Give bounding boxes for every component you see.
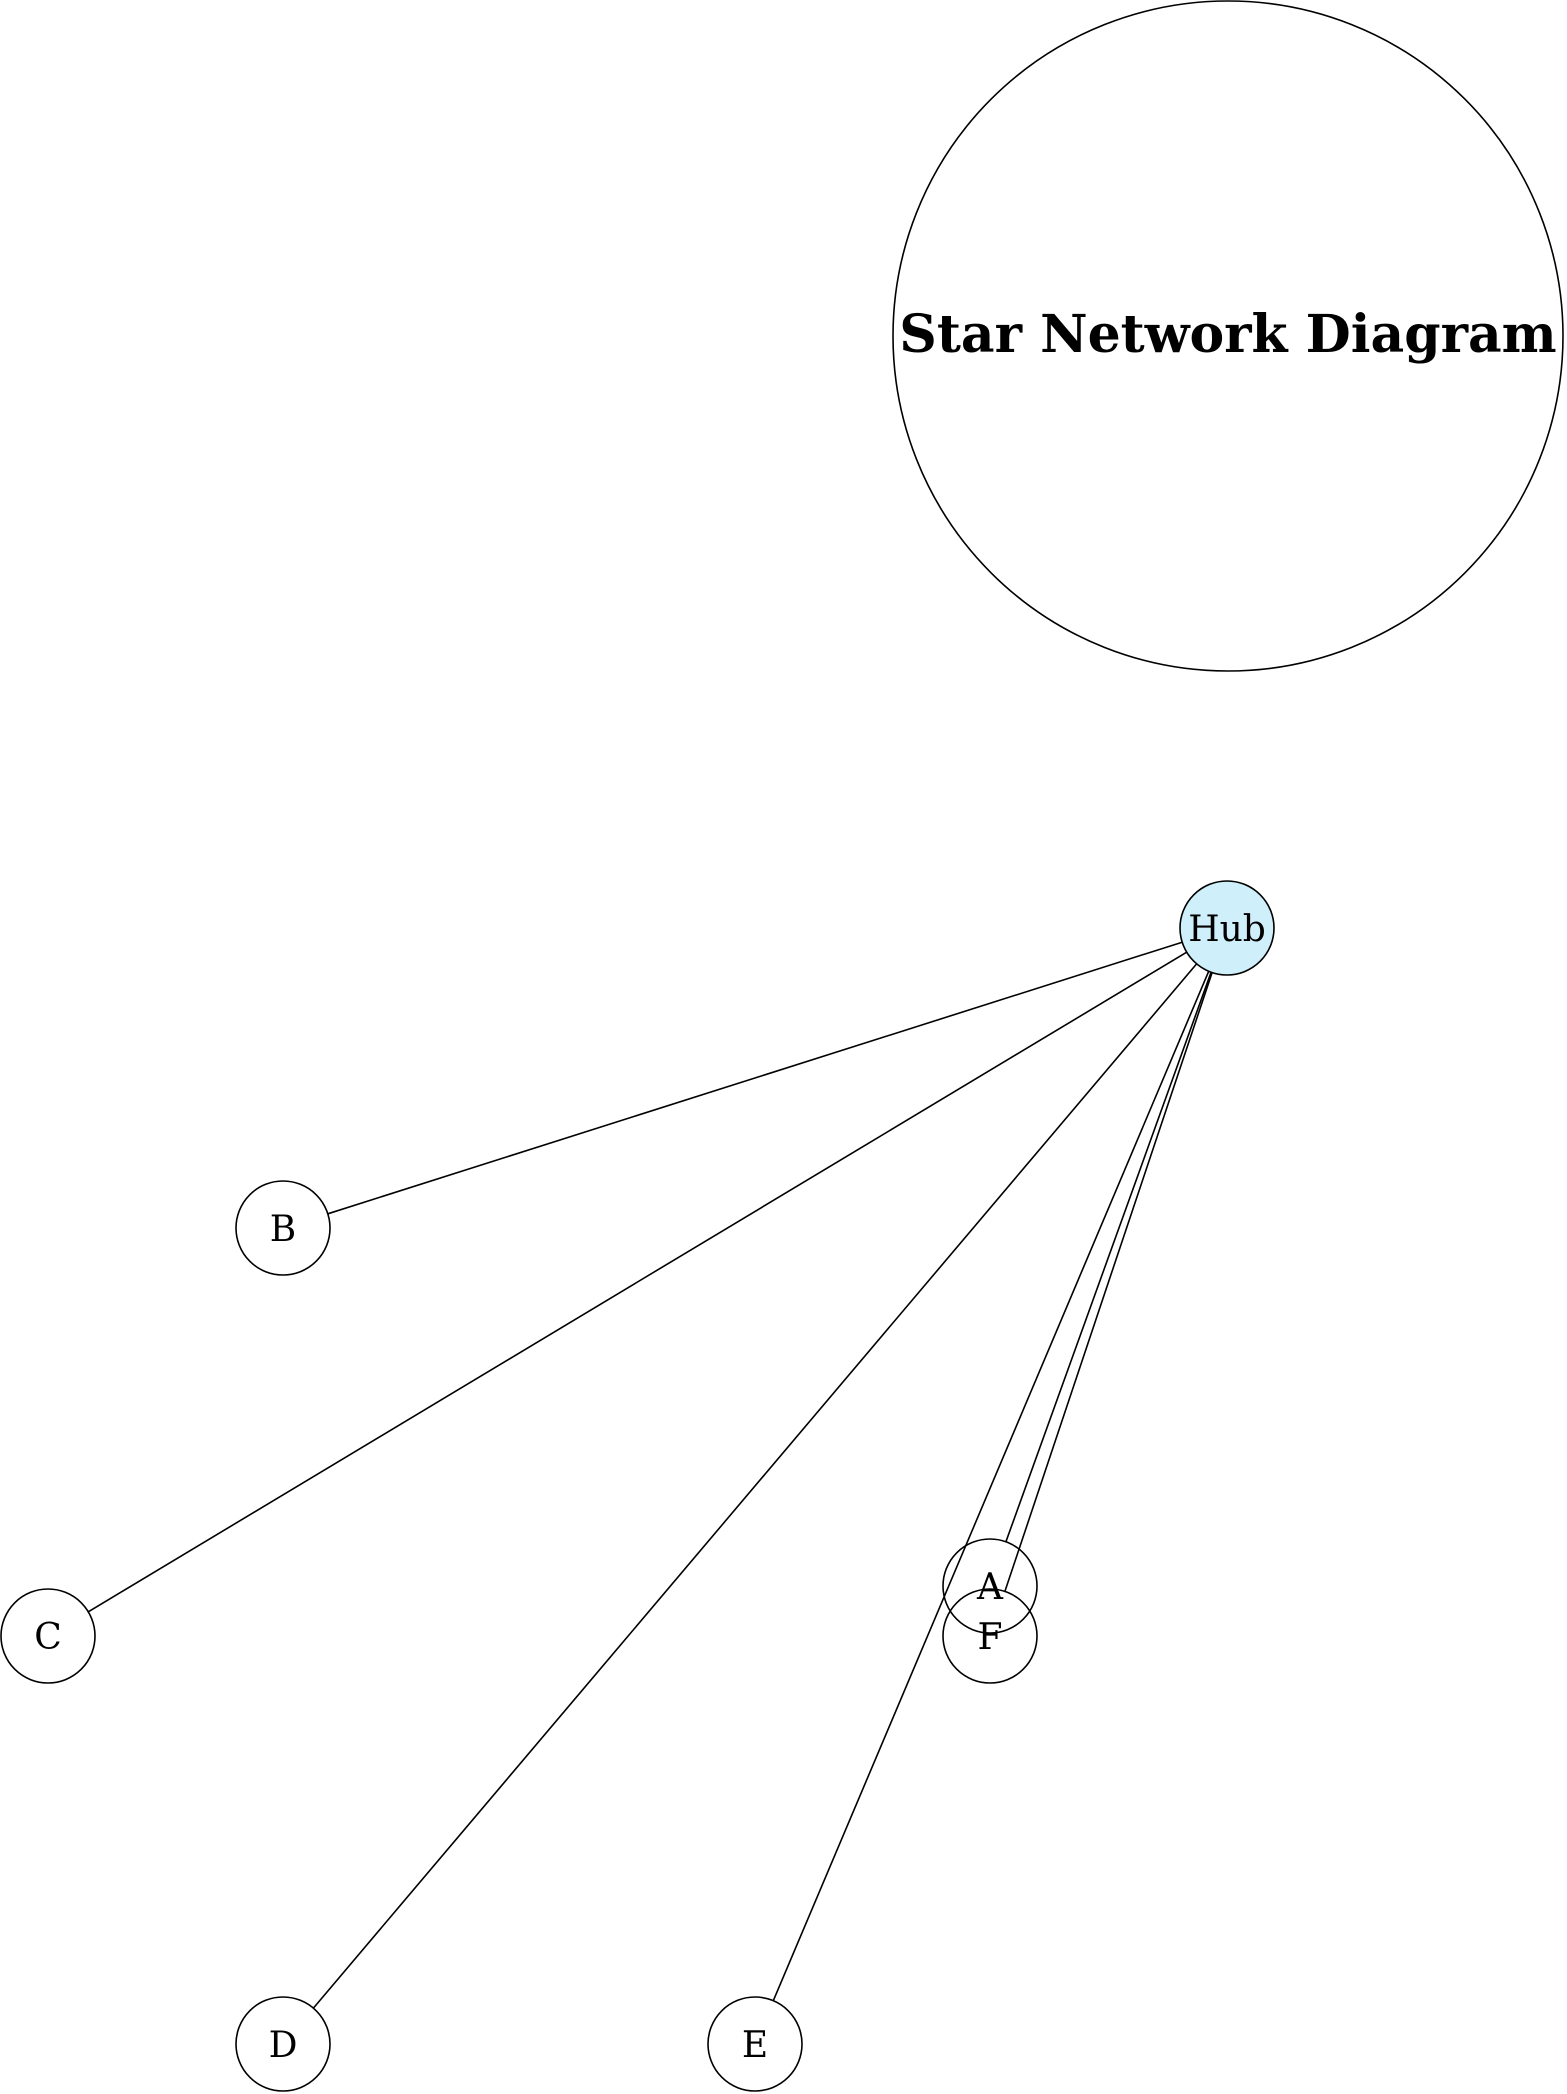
node-a-label: A	[976, 1567, 1004, 1608]
node-e: E	[707, 1996, 803, 2092]
node-e-circle	[707, 1996, 803, 2092]
title-circle	[892, 0, 1564, 672]
node-f-label: F	[978, 1617, 1003, 1658]
node-e-label: E	[742, 2025, 768, 2066]
node-hub: Hub	[1179, 880, 1275, 976]
node-c-circle	[0, 1588, 96, 1684]
node-c-label: C	[34, 1617, 62, 1658]
node-d: D	[235, 1996, 331, 2092]
edge-hub-b	[327, 941, 1183, 1215]
edge-hub-f	[1004, 972, 1213, 1592]
node-d-circle	[235, 1996, 331, 2092]
node-b-circle	[235, 1180, 331, 1276]
title-group: Star Network Diagram	[892, 0, 1564, 672]
edge-hub-a	[1005, 971, 1212, 1543]
edge-hub-c	[87, 951, 1188, 1613]
edges-layer	[87, 941, 1213, 2009]
node-b: B	[235, 1180, 331, 1276]
edge-hub-d	[312, 963, 1198, 2009]
node-a: A	[942, 1538, 1038, 1634]
node-f: F	[942, 1588, 1038, 1684]
diagram-title: Star Network Diagram	[899, 304, 1556, 365]
node-hub-circle	[1179, 880, 1275, 976]
node-d-label: D	[269, 2025, 298, 2066]
node-b-label: B	[270, 1209, 296, 1250]
edge-hub-e	[772, 970, 1210, 2002]
node-f-circle	[942, 1588, 1038, 1684]
node-a-circle	[942, 1538, 1038, 1634]
node-c: C	[0, 1588, 96, 1684]
node-hub-label: Hub	[1188, 909, 1266, 950]
